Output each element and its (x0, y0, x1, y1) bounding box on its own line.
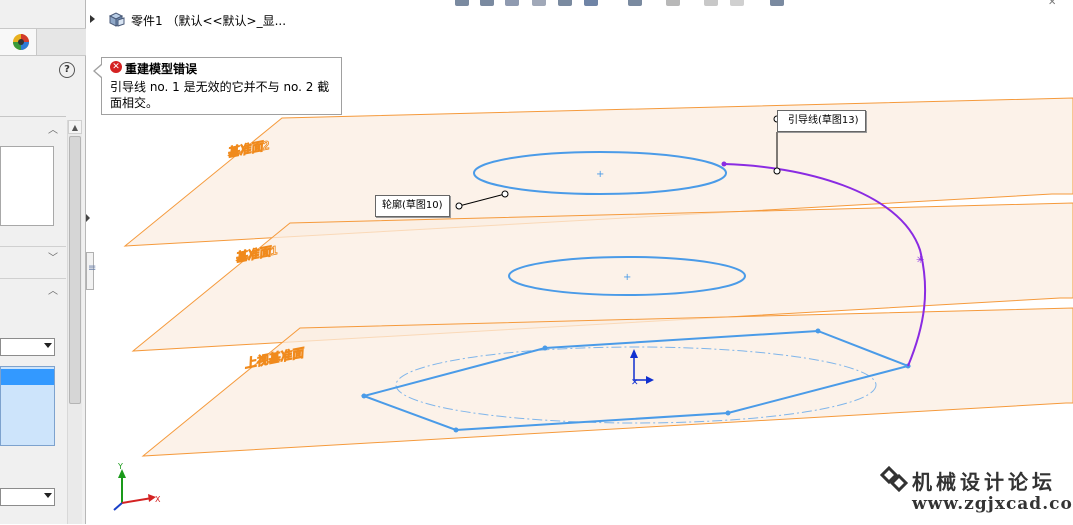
center-mark-icon: + (623, 272, 631, 283)
close-icon[interactable]: ✕ (1048, 0, 1057, 8)
help-icon[interactable]: ? (59, 62, 75, 78)
model-viewport[interactable]: 基准面2 基准面1 上视基准面 + + (95, 0, 1073, 524)
guide-curve-callout[interactable]: 引导线(草图13) (777, 110, 866, 132)
group-divider (0, 278, 66, 279)
display-style-icon[interactable] (628, 0, 642, 6)
panel-tabs (0, 28, 86, 56)
property-manager-panel: ? ︿ ﹀ ︿ ▲ (0, 0, 86, 524)
hide-show-items-icon[interactable] (666, 0, 680, 6)
tab-display-manager[interactable] (0, 29, 37, 55)
options-list[interactable] (0, 366, 55, 446)
center-mark-icon: + (596, 169, 604, 180)
error-title: 重建模型错误 (125, 62, 198, 76)
top-plane[interactable]: 上视基准面 (141, 307, 1073, 457)
expand-chevron-icon[interactable]: ﹀ (48, 253, 58, 264)
plane-2[interactable]: 基准面2 (123, 97, 1073, 247)
graphics-area[interactable]: 基准面2 基准面1 上视基准面 + + (95, 0, 1073, 524)
zoom-to-fit-icon[interactable] (455, 0, 469, 6)
section-sketch-ellipse[interactable]: + (508, 256, 746, 296)
guide-curve[interactable]: ✳ (721, 161, 927, 367)
panel-splitter-handle[interactable]: ≡ (86, 252, 97, 290)
part-title[interactable]: 零件1 （默认<<默认>_显... (131, 14, 287, 28)
list-selected-item[interactable] (1, 369, 54, 385)
error-message: 引导线 no. 1 是无效的它并不与 no. 2 截面相交。 (110, 80, 330, 110)
previous-view-icon[interactable] (505, 0, 519, 6)
svg-text:✕: ✕ (631, 378, 639, 388)
scroll-up-icon[interactable]: ▲ (68, 120, 82, 134)
chevron-down-icon (44, 493, 52, 498)
curve-point-icon: ✳ (916, 255, 924, 266)
plane-1[interactable]: 基准面1 (131, 202, 1073, 352)
view-settings-icon[interactable] (770, 0, 784, 6)
section-view-icon[interactable] (532, 0, 546, 6)
options-dropdown[interactable] (0, 338, 55, 356)
collapse-chevron-icon[interactable]: ︿ (48, 286, 58, 297)
triad-y-label: Y (117, 462, 123, 471)
tooltip-pointer-inner (95, 65, 102, 77)
panel-collapse-arrow-icon[interactable] (86, 214, 90, 222)
error-icon: ✕ (110, 61, 122, 73)
panel-scrollbar[interactable]: ▲ (67, 120, 82, 524)
chevron-down-icon (44, 343, 52, 348)
tree-expand-arrow-icon[interactable] (90, 15, 95, 23)
zoom-to-area-icon[interactable] (480, 0, 494, 6)
edit-appearance-icon[interactable] (704, 0, 718, 6)
profile-callout-label: 轮廓(草图10) (382, 200, 443, 211)
origin-axes-icon: ✕ (630, 349, 654, 388)
grip-icon: ≡ (88, 263, 97, 274)
apply-scene-icon[interactable] (730, 0, 744, 6)
selection-list-box[interactable] (0, 146, 54, 226)
panel-group-frame (0, 116, 66, 525)
part-icon[interactable] (108, 11, 126, 27)
group-divider (0, 246, 66, 247)
reference-triad: Y X (113, 462, 161, 511)
dynamic-annotation-icon[interactable] (558, 0, 572, 6)
options-dropdown-2[interactable] (0, 488, 55, 506)
display-manager-icon (13, 34, 29, 50)
view-orientation-icon[interactable] (584, 0, 598, 6)
profile-callout[interactable]: 轮廓(草图10) (375, 195, 450, 217)
rebuild-error-tooltip: ✕ 重建模型错误 引导线 no. 1 是无效的它并不与 no. 2 截面相交。 (101, 57, 342, 115)
collapse-chevron-icon[interactable]: ︿ (48, 125, 58, 136)
watermark-logo-icon (880, 466, 908, 492)
heads-up-view-toolbar (450, 0, 790, 8)
guide-curve-callout-label: 引导线(草图13) (788, 115, 859, 126)
watermark-url: www.zgjxcad.com (912, 494, 1073, 514)
watermark-title: 机械设计论坛 (912, 470, 1056, 494)
profile-sketch-ellipse[interactable]: + (473, 151, 727, 195)
scrollbar-thumb[interactable] (69, 136, 81, 404)
triad-x-label: X (155, 495, 161, 504)
